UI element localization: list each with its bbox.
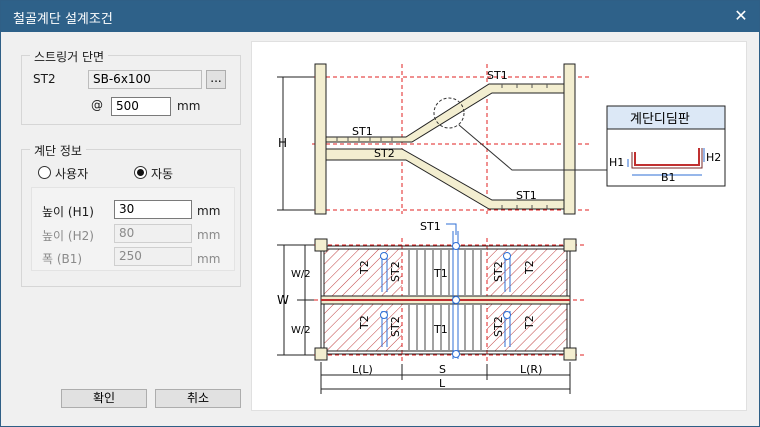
elev-w: W	[277, 293, 289, 307]
h-dimension	[277, 76, 314, 211]
elev-t1-top: T1	[433, 267, 448, 280]
radio-user[interactable]	[38, 166, 51, 179]
detail-h2: H2	[706, 151, 721, 164]
plan-st1-top: ST1	[487, 69, 508, 82]
elev-st1: ST1	[420, 220, 441, 233]
b1-label: 폭 (B1)	[42, 252, 83, 266]
l-dimension	[320, 362, 571, 394]
svg-text:ST2: ST2	[389, 261, 402, 282]
elev-corner-plates	[314, 238, 577, 361]
section-field[interactable]: SB-6x100	[88, 70, 202, 89]
elev-s: S	[439, 363, 446, 376]
plan-st1-bottom: ST1	[516, 189, 537, 202]
elev-treads	[408, 250, 482, 350]
spacing-unit: mm	[177, 99, 201, 113]
plan-h-label: H	[278, 136, 287, 150]
svg-text:T2: T2	[523, 260, 536, 275]
detail-leader-line	[458, 124, 607, 171]
elev-labels-rotated: T2 ST2 T2 ST2 ST2 T2 ST2 T2	[358, 260, 536, 337]
svg-text:T2: T2	[358, 260, 371, 275]
radio-auto-label[interactable]: 자동	[151, 167, 174, 181]
stringer-section-group-label: 스트링거 단면	[30, 48, 109, 65]
elev-blue-lines	[380, 223, 511, 359]
svg-text:ST2: ST2	[492, 316, 505, 337]
plan-st1-left: ST1	[352, 125, 373, 138]
elev-l: L	[439, 377, 446, 390]
radio-user-label[interactable]: 사용자	[55, 167, 89, 181]
window-title: 철골계단 설계조건	[13, 12, 113, 27]
stair-info-group-label: 계단 정보	[30, 142, 86, 159]
plan-st2: ST2	[374, 147, 395, 160]
plan-stringer-ticks	[336, 84, 548, 209]
svg-text:ST2: ST2	[492, 261, 505, 282]
section-browse-button[interactable]: ...	[206, 70, 226, 89]
elev-w2-bottom: W/2	[291, 325, 311, 336]
h2-input: 80	[114, 224, 192, 243]
elev-t1-bottom: T1	[433, 323, 448, 336]
diagram-canvas: H ST1 ST1 ST2 ST1 계단디딤판 H1 H2 B1	[251, 41, 747, 411]
ok-button[interactable]: 확인	[61, 389, 147, 408]
b1-input: 250	[114, 247, 192, 266]
title-bar[interactable]: 철골계단 설계조건 ✕	[1, 1, 759, 32]
elev-ll: L(L)	[352, 363, 373, 376]
h1-label: 높이 (H1)	[42, 205, 94, 219]
at-label: @	[91, 98, 103, 112]
stringer-section-group: 스트링거 단면	[21, 48, 241, 125]
st2-label: ST2	[33, 72, 56, 86]
tread-detail-box	[606, 105, 726, 187]
elev-w2-top: W/2	[291, 269, 311, 280]
detail-b1: B1	[661, 171, 676, 184]
elev-hatch-areas	[324, 249, 567, 351]
detail-title: 계단디딤판	[630, 112, 690, 127]
close-icon[interactable]: ✕	[734, 6, 748, 25]
h1-unit: mm	[197, 204, 221, 218]
stair-diagram: H ST1 ST1 ST2 ST1 계단디딤판 H1 H2 B1	[277, 63, 726, 394]
radio-auto[interactable]	[134, 166, 147, 179]
h2-label: 높이 (H2)	[42, 229, 94, 243]
spacing-input[interactable]: 500	[111, 97, 171, 116]
elev-middle-beam	[320, 295, 571, 305]
detail-h1: H1	[609, 156, 624, 169]
cancel-button[interactable]: 취소	[155, 389, 241, 408]
w-dimension	[277, 244, 314, 356]
b1-unit: mm	[197, 252, 221, 266]
plan-stringers	[325, 83, 565, 210]
svg-text:T2: T2	[358, 315, 371, 330]
svg-text:T2: T2	[523, 315, 536, 330]
elev-lr: L(R)	[520, 363, 542, 376]
svg-text:ST2: ST2	[389, 316, 402, 337]
h2-unit: mm	[197, 228, 221, 242]
detail-callout-circle	[433, 97, 465, 129]
h1-input[interactable]: 30	[114, 200, 192, 219]
stair-info-group: 계단 정보	[21, 142, 241, 287]
